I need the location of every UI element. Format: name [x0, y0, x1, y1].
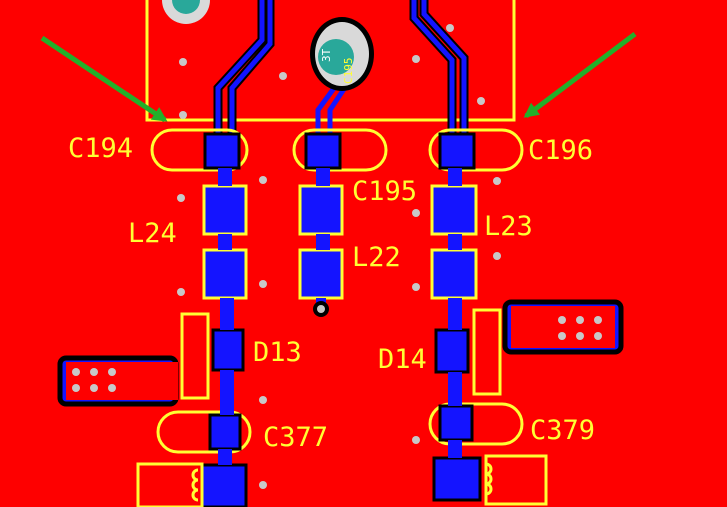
header-right — [502, 299, 624, 355]
coil-right-icon — [485, 462, 493, 496]
middle-column-pads — [298, 132, 344, 317]
left-column-pads — [200, 132, 248, 507]
trace-left — [215, 0, 273, 150]
trace-right — [411, 0, 467, 150]
right-column-pads — [430, 132, 482, 502]
coil-left-icon — [191, 468, 199, 502]
via-grid — [177, 24, 501, 489]
bottom-left-outline — [136, 462, 204, 507]
label-l22: L22 — [352, 242, 401, 273]
c377-outline — [156, 410, 252, 454]
trace-right-bg — [409, 0, 469, 150]
c195-pad — [318, 39, 354, 75]
label-c195: C195 — [352, 176, 417, 207]
bottom-right-outline — [484, 454, 548, 506]
label-c196: C196 — [528, 135, 593, 166]
label-d13: D13 — [253, 337, 302, 368]
label-l23: L23 — [484, 211, 533, 242]
d14-outline — [472, 308, 502, 396]
c194-outline — [150, 128, 249, 172]
c379-outline — [428, 402, 524, 446]
label-c194: C194 — [68, 133, 133, 164]
label-d14: D14 — [378, 344, 427, 375]
label-c377: C377 — [263, 422, 328, 453]
label-c379: C379 — [530, 415, 595, 446]
arrow-left-icon — [40, 35, 168, 123]
c195-main-text: 3T — [320, 48, 333, 62]
mount-hole-inner — [172, 0, 200, 14]
arrow-right-icon — [523, 32, 637, 118]
d13-outline — [180, 312, 210, 400]
c196-outline — [428, 128, 524, 172]
label-l24: L24 — [128, 218, 177, 249]
c195-outline — [292, 128, 388, 172]
header-left — [57, 355, 179, 407]
c195-sub-text: C195 — [342, 58, 355, 85]
